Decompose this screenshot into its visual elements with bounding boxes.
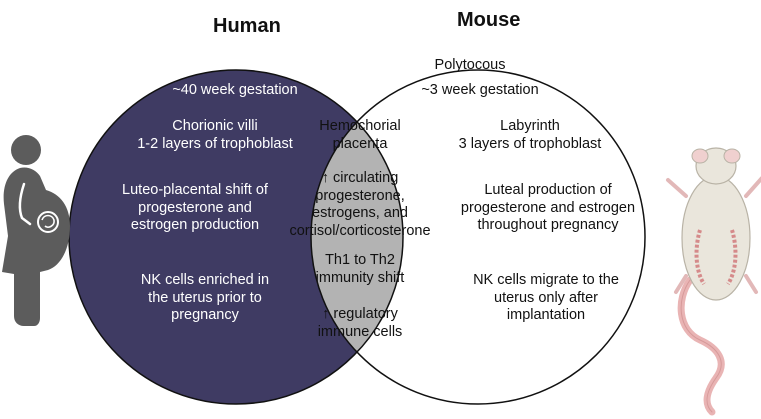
human-gestation: ~40 week gestation bbox=[172, 82, 298, 98]
mouse-luteal-production: Luteal production of progesterone and es… bbox=[460, 182, 636, 233]
human-circle bbox=[69, 70, 403, 404]
mouse-icon bbox=[666, 147, 761, 416]
shared-immunity-shift: Th1 to Th2 immunity shift bbox=[315, 252, 405, 286]
shared-regulatory-cells: ↑ regulatory immune cells bbox=[317, 306, 403, 340]
human-monotocous: Monotocous bbox=[210, 57, 290, 73]
human-hormone-shift: Luteo-placental shift of progesterone an… bbox=[122, 182, 268, 233]
human-title: Human bbox=[213, 15, 281, 37]
shared-placenta: Hemochorial placenta bbox=[319, 118, 401, 152]
shared-hormones: ↑ circulating progesterone, estrogens, a… bbox=[289, 170, 431, 239]
human-villi: Chorionic villi 1-2 layers of trophoblas… bbox=[137, 118, 293, 152]
mouse-nk-cells: NK cells migrate to the uterus only afte… bbox=[473, 272, 619, 323]
mouse-polytocous: Polytocous bbox=[434, 57, 506, 73]
mouse-gestation: ~3 week gestation bbox=[421, 82, 539, 98]
mouse-circle bbox=[310, 69, 646, 405]
human-nk-cells: NK cells enriched in the uterus prior to… bbox=[140, 272, 270, 323]
pregnant-woman-icon bbox=[2, 135, 70, 326]
mouse-title: Mouse bbox=[457, 9, 521, 31]
mouse-labyrinth: Labyrinth 3 layers of trophoblast bbox=[458, 118, 602, 152]
